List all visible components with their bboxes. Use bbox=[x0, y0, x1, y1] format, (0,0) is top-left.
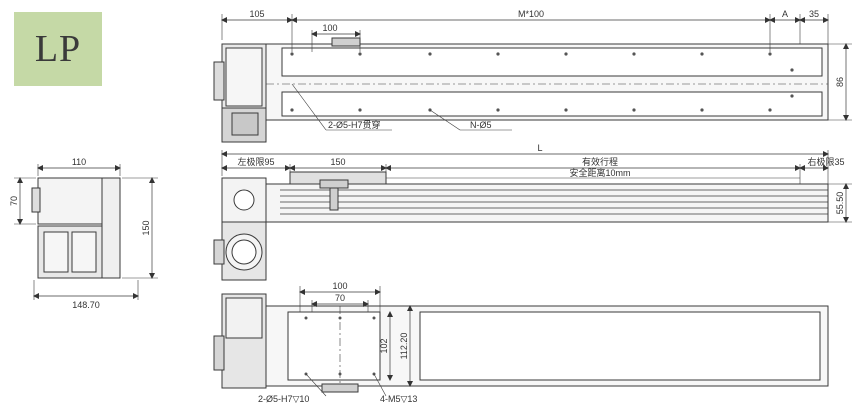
bottom-view bbox=[213, 286, 829, 397]
dim-bottom-height-inner: 102 bbox=[379, 338, 389, 353]
dim-end-width-bottom: 148.70 bbox=[72, 300, 100, 310]
callout-top-holes: 2-Ø5-H7贯穿 bbox=[328, 119, 381, 130]
dim-side-total: L bbox=[537, 143, 542, 153]
dim-end-height-total: 150 bbox=[141, 220, 151, 235]
dim-side-carriage: 150 bbox=[330, 157, 345, 167]
dim-top-end: 35 bbox=[809, 9, 819, 19]
dim-side-safe: 安全距离10mm bbox=[569, 167, 630, 178]
dim-top-motor: 105 bbox=[249, 9, 264, 19]
dim-bottom-inner: 70 bbox=[335, 293, 345, 303]
product-badge: LP bbox=[14, 12, 102, 86]
callout-bottom-holes: 2-Ø5-H7▽10 bbox=[258, 394, 309, 404]
top-view bbox=[213, 14, 852, 143]
dim-top-a: A bbox=[782, 9, 788, 19]
callout-bottom-m: 4-M5▽13 bbox=[380, 394, 417, 404]
top-carriage bbox=[331, 37, 361, 47]
dim-bottom-height-outer: 112.20 bbox=[399, 333, 409, 360]
dim-top-pitch: M*100 bbox=[518, 9, 544, 19]
dim-top-carriage: 100 bbox=[322, 23, 337, 33]
dim-bottom-outer: 100 bbox=[332, 281, 347, 291]
callout-top-n: N-Ø5 bbox=[470, 120, 492, 130]
dim-end-width-top: 110 bbox=[72, 157, 86, 167]
side-view bbox=[213, 150, 852, 281]
bottom-carriage bbox=[321, 383, 359, 393]
dim-top-height: 86 bbox=[835, 77, 845, 87]
end-view bbox=[14, 164, 158, 300]
dim-side-left-limit: 左极限95 bbox=[237, 156, 274, 167]
dim-side-stroke: 有效行程 bbox=[582, 156, 618, 167]
dim-side-height: 55.50 bbox=[835, 192, 845, 215]
badge-label: LP bbox=[34, 28, 82, 70]
dim-side-right-limit: 右极限35 bbox=[807, 156, 844, 167]
dim-end-height-small: 70 bbox=[9, 196, 19, 206]
